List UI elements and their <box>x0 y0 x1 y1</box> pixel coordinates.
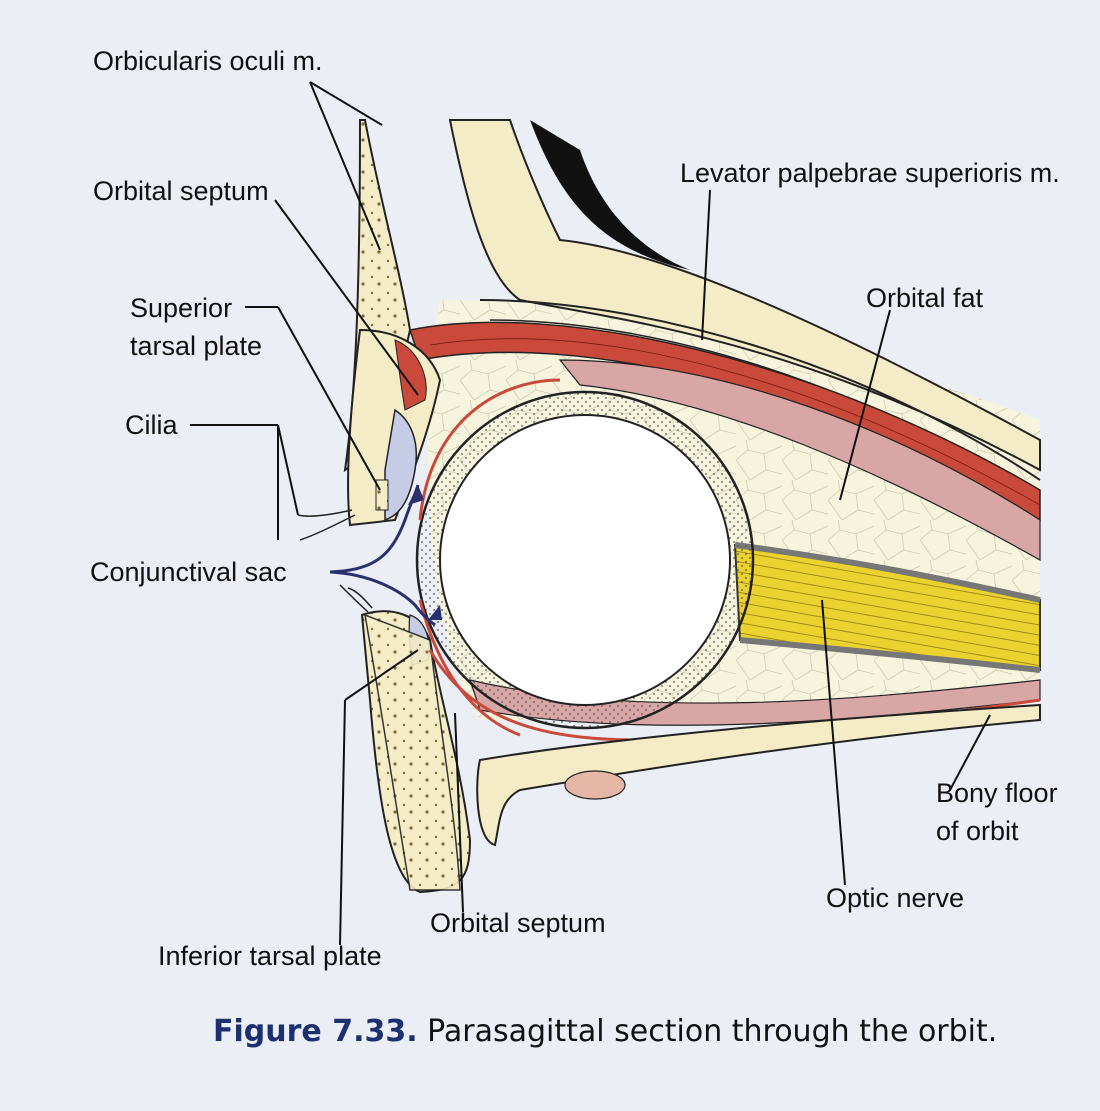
figure-caption-text: Parasagittal section through the orbit. <box>427 1014 998 1049</box>
label-cilia: Cilia <box>125 410 178 440</box>
lower-eyelashes <box>339 584 373 613</box>
label-superior-tarsal-plate-2: tarsal plate <box>130 331 263 361</box>
orbit-roof-bone <box>448 119 1041 472</box>
label-orbicularis-oculi: Orbicularis oculi m. <box>93 46 323 76</box>
label-optic-nerve: Optic nerve <box>826 883 965 913</box>
figure-caption: Figure 7.33. Parasagittal section throug… <box>213 1014 997 1049</box>
label-superior-tarsal-plate-1: Superior <box>130 293 233 323</box>
label-orbital-septum-lower: Orbital septum <box>430 908 606 938</box>
label-conjunctival-sac: Conjunctival sac <box>90 557 287 587</box>
globe-inner <box>439 414 731 706</box>
label-bony-floor-1: Bony floor <box>936 778 1058 808</box>
superior-tarsal-plate <box>384 408 417 522</box>
figure-number: Figure 7.33. <box>213 1014 418 1049</box>
lower-cheek-bone <box>364 613 461 891</box>
leader-lines <box>190 81 991 946</box>
label-orbital-fat: Orbital fat <box>866 283 984 313</box>
superior-rectus <box>558 359 1041 562</box>
label-orbital-septum-upper: Orbital septum <box>93 176 269 206</box>
upper-eyelashes <box>297 509 356 541</box>
label-inferior-tarsal-plate: Inferior tarsal plate <box>158 941 382 971</box>
label-levator-palpebrae: Levator palpebrae superioris m. <box>680 158 1060 188</box>
label-bony-floor-2: of orbit <box>936 816 1019 846</box>
fat-nodule <box>564 770 626 800</box>
